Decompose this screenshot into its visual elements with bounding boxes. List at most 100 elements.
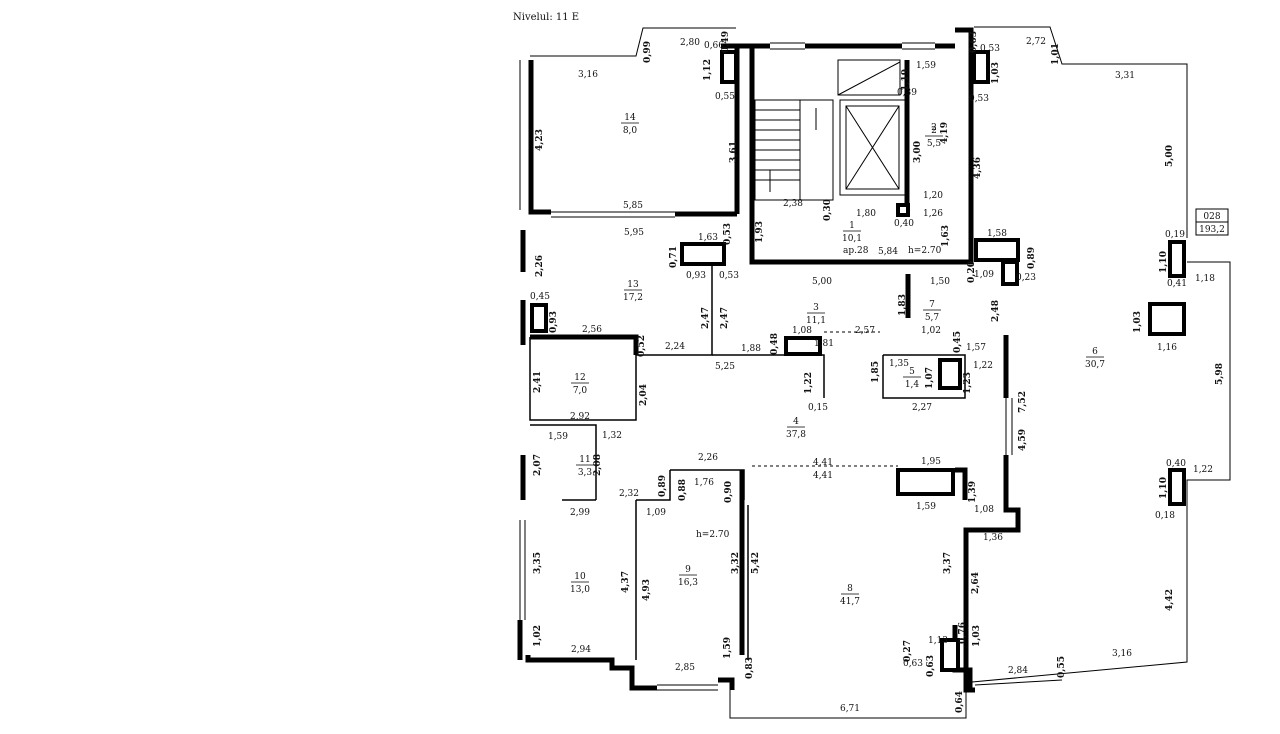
dimension-label: 2,47 <box>701 307 711 329</box>
dimension-label: 2,56 <box>582 325 602 335</box>
room-6: 630,7 <box>1085 347 1105 370</box>
dimension-label: 0,27 <box>903 640 913 662</box>
dimension-label: 1,09 <box>646 508 666 518</box>
balcony-outline-right <box>974 26 1188 238</box>
dimension-label: 0,93 <box>549 311 559 333</box>
room-number: 8 <box>847 584 853 594</box>
room-area: 17,2 <box>623 293 643 303</box>
room-area: 16,3 <box>678 578 698 588</box>
dimension-label: 0,63 <box>969 31 979 53</box>
dimension-label: 0,20 <box>967 261 977 283</box>
room-7: 75,7 <box>923 300 941 323</box>
dimension-label: 0,55 <box>1057 656 1067 678</box>
dimension-label: 0,52 <box>637 335 647 357</box>
dimension-label: 2,57 <box>855 326 875 336</box>
dimension-label: 2,99 <box>570 508 590 518</box>
dimension-label: 1,02 <box>533 625 543 647</box>
room-area: 37,8 <box>786 430 806 440</box>
dimension-label: 0,89 <box>658 475 668 497</box>
dimension-label: 1,26 <box>923 209 943 219</box>
room-11: 113,3 <box>576 455 594 478</box>
elevator-shaft-icon <box>837 59 906 196</box>
dimension-label: 2,84 <box>1008 666 1028 676</box>
dimension-label: 1,59 <box>548 432 568 442</box>
apartment-label: ap.28 <box>843 246 869 256</box>
dimension-label: 0,88 <box>678 479 688 501</box>
dimension-label: 2,32 <box>619 489 639 499</box>
room-8: 841,7 <box>840 584 860 607</box>
dimension-label: 1,50 <box>930 277 950 287</box>
dimension-label: 1,22 <box>1193 465 1213 475</box>
dimension-label: 1,57 <box>966 343 986 353</box>
dimension-label: 5,95 <box>624 228 644 238</box>
dimension-label: 1,22 <box>804 372 814 394</box>
dimension-label: 5,42 <box>751 552 761 574</box>
dimension-label: 0,48 <box>770 333 780 355</box>
dimension-label: 0,19 <box>1165 230 1185 240</box>
dimension-label: 2,92 <box>570 412 590 422</box>
dimension-label: 3,32 <box>731 552 741 574</box>
dimension-label: 1,80 <box>856 209 876 219</box>
room-area: 8,0 <box>623 126 638 136</box>
dimension-label: 1,23 <box>963 372 973 394</box>
dimension-label: 0,53 <box>723 223 733 245</box>
room-area: 1,4 <box>905 380 920 390</box>
room-number: 1 <box>849 221 855 231</box>
dimension-label: 0,99 <box>643 41 653 63</box>
dimension-label: 0,53 <box>980 44 1000 54</box>
dimension-label: 2,08 <box>593 454 603 476</box>
dimension-label: 3,31 <box>1115 71 1135 81</box>
dimension-label: 0,15 <box>808 403 828 413</box>
room-labels: 148,01317,2127,0113,31013,0916,3841,775,… <box>570 113 1105 607</box>
dimension-label: 3,16 <box>1112 649 1132 659</box>
dimension-label: 3,61 <box>729 141 739 163</box>
stamp-code: 028 <box>1203 212 1220 222</box>
dimension-label: 0,49 <box>721 31 731 53</box>
dimension-label: 1,58 <box>987 229 1007 239</box>
dimension-label: 0,89 <box>1027 247 1037 269</box>
dimension-label: 1,59 <box>723 637 733 659</box>
dimension-label: 4,37 <box>621 571 631 593</box>
dimension-label: 0,55 <box>715 92 735 102</box>
dimension-label: 1,12 <box>703 59 713 81</box>
dimension-label: 2,24 <box>665 342 685 352</box>
dimension-label: 4,93 <box>642 579 652 601</box>
room-area: 10,1 <box>842 234 862 244</box>
dimension-label: 5,85 <box>623 201 643 211</box>
area-stamp: 028 193,2 <box>1195 208 1229 236</box>
dimension-label: 2,85 <box>675 663 695 673</box>
exterior-columns <box>1001 240 1186 506</box>
room-number: 3 <box>813 303 819 313</box>
dimension-label: 0,45 <box>953 331 963 353</box>
windows <box>519 42 1063 691</box>
dimension-label: 0,53 <box>969 94 989 104</box>
dimension-label: 0,83 <box>745 657 755 679</box>
dimension-label: 5,84 <box>878 247 898 257</box>
room-5: 51,4 <box>903 367 921 390</box>
dimension-label: 0,64 <box>955 691 965 713</box>
dimension-label: 1,01 <box>1051 43 1061 65</box>
room-number: 13 <box>627 280 639 290</box>
staircase-icon <box>754 99 834 201</box>
dimension-label: 6,71 <box>840 704 860 714</box>
dimension-label: 2,38 <box>783 199 803 209</box>
dimension-label: 0,90 <box>724 481 734 503</box>
dimension-label: 2,07 <box>533 454 543 476</box>
dimension-label: 5,00 <box>812 277 832 287</box>
dimension-label: 3,37 <box>943 552 953 574</box>
dimension-label: 4,41 <box>813 458 833 468</box>
dimension-label: 0,66 <box>704 41 724 51</box>
room-14: 148,0 <box>621 113 639 136</box>
room-1: 110,1 <box>842 221 862 244</box>
dimension-label: 3,00 <box>913 141 923 163</box>
dimension-label: 0,18 <box>1155 511 1175 521</box>
height-label: h=2.70 <box>696 530 730 540</box>
room-2: 25,5 <box>925 126 943 149</box>
dimension-label: 2,26 <box>535 255 545 277</box>
dimension-label: 0,53 <box>719 271 739 281</box>
dimension-label: 1,95 <box>921 457 941 467</box>
dimension-label: 2,26 <box>698 453 718 463</box>
dimension-label: 5,98 <box>1215 363 1225 385</box>
room-number: 12 <box>574 373 585 383</box>
